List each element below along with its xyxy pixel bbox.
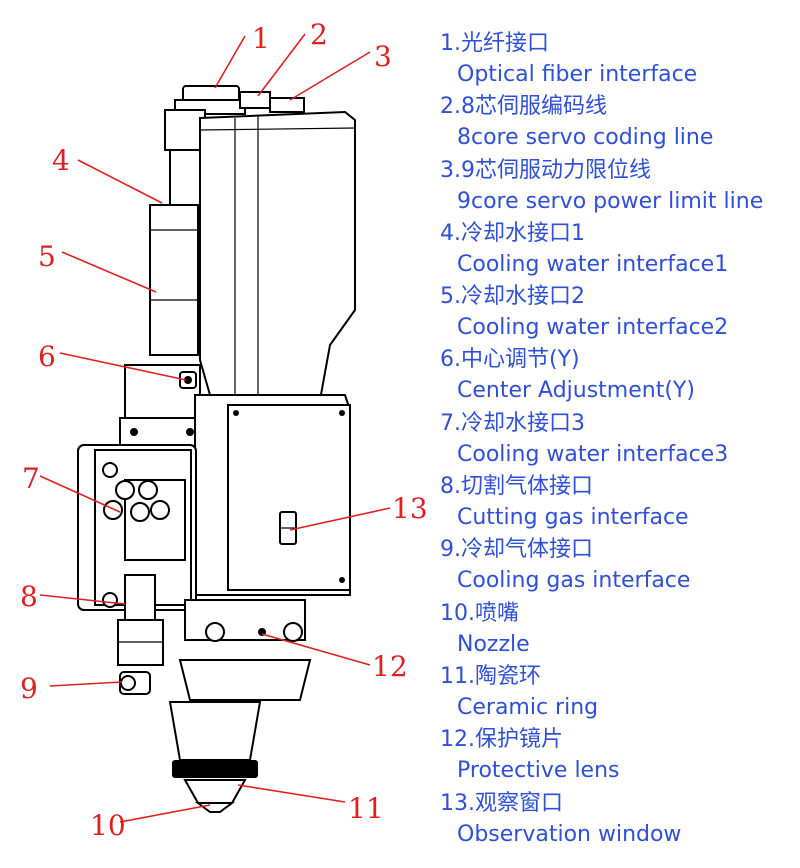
legend-label-zh: 2.8芯伺服编码线: [440, 94, 607, 120]
callout-number-2: 2: [310, 18, 328, 51]
upper-column: [149, 109, 206, 356]
legend-item-10: 10.喷嘴 Nozzle: [440, 598, 800, 661]
callout-number-3: 3: [374, 40, 392, 73]
legend-item-3: 3.9芯伺服动力限位线 9core servo power limit line: [440, 155, 800, 218]
laser-head-drawing: 1 2 3 4 5 6 7 8 9 10 11 12 13: [20, 18, 428, 842]
legend-label-zh: 4.冷却水接口1: [440, 220, 585, 246]
legend-item-1: 1.光纤接口 Optical fiber interface: [440, 28, 800, 91]
legend-label-en: Cutting gas interface: [457, 505, 689, 531]
legend-label-en: 8core servo coding line: [457, 125, 714, 151]
servo-housing: [199, 110, 356, 412]
legend-label-zh: 13.观察窗口: [440, 790, 563, 816]
legend-label-en: Observation window: [457, 821, 682, 847]
callout-number-10: 10: [90, 809, 126, 842]
callout-number-4: 4: [52, 144, 70, 177]
legend-label-zh: 5.冷却水接口2: [440, 284, 585, 310]
legend-item-12: 12.保护镜片 Protective lens: [440, 724, 800, 787]
legend-label-zh: 3.9芯伺服动力限位线: [440, 157, 651, 183]
legend-label-en: Ceramic ring: [457, 694, 599, 720]
legend-label-en: Cooling water interface2: [457, 315, 729, 341]
center-block: [119, 364, 206, 447]
legend-label-zh: 10.喷嘴: [440, 600, 519, 626]
legend-item-8: 8.切割气体接口 Cutting gas interface: [440, 471, 800, 534]
callout-number-13: 13: [392, 492, 428, 525]
legend-item-13: 13.观察窗口 Observation window: [440, 788, 800, 851]
callout-leaders: [39, 33, 391, 823]
legend-item-11: 11.陶瓷环 Ceramic ring: [440, 661, 800, 724]
callout-number-7: 7: [22, 462, 40, 495]
legend-label-en: Cooling gas interface: [457, 568, 691, 594]
legend-label-zh: 8.切割气体接口: [440, 474, 593, 500]
legend-label-en: Cooling water interface1: [457, 251, 729, 277]
parts-legend: 1.光纤接口 Optical fiber interface 2.8芯伺服编码线 8…: [440, 28, 800, 851]
legend-label-en: 9core servo power limit line: [457, 188, 764, 214]
callout-number-12: 12: [372, 650, 408, 683]
legend-item-9: 9.冷却气体接口 Cooling gas interface: [440, 534, 800, 597]
legend-label-zh: 1.光纤接口: [440, 31, 549, 56]
legend-label-en: Protective lens: [457, 758, 620, 784]
legend-label-en: Optical fiber interface: [457, 62, 698, 87]
lower-body: [194, 394, 351, 596]
callout-numbers: 1 2 3 4 5 6 7 8 9 10 11 12 13: [20, 18, 428, 842]
callout-number-9: 9: [20, 672, 38, 705]
callout-number-11: 11: [348, 792, 384, 825]
callout-number-6: 6: [38, 340, 56, 373]
nozzle-assembly: [168, 701, 262, 813]
legend-label-en: Center Adjustment(Y): [457, 378, 695, 404]
left-plate: [77, 444, 197, 611]
lens-block: [119, 599, 312, 701]
legend-label-zh: 12.保护镜片: [440, 727, 563, 753]
legend-item-2: 2.8芯伺服编码线 8core servo coding line: [440, 91, 800, 154]
legend-label-en: Nozzle: [457, 631, 530, 657]
callout-number-5: 5: [38, 240, 56, 273]
cutting-gas-fitting: [117, 574, 164, 666]
callout-number-8: 8: [20, 580, 38, 613]
legend-label-zh: 7.冷却水接口3: [440, 410, 585, 436]
legend-label-zh: 9.冷却气体接口: [440, 537, 593, 563]
legend-label-en: Cooling water interface3: [457, 441, 729, 467]
legend-item-6: 6.中心调节(Y) Center Adjustment(Y): [440, 344, 800, 407]
legend-label-zh: 11.陶瓷环: [440, 663, 541, 689]
legend-label-zh: 6.中心调节(Y): [440, 347, 580, 373]
callout-number-1: 1: [252, 22, 270, 55]
